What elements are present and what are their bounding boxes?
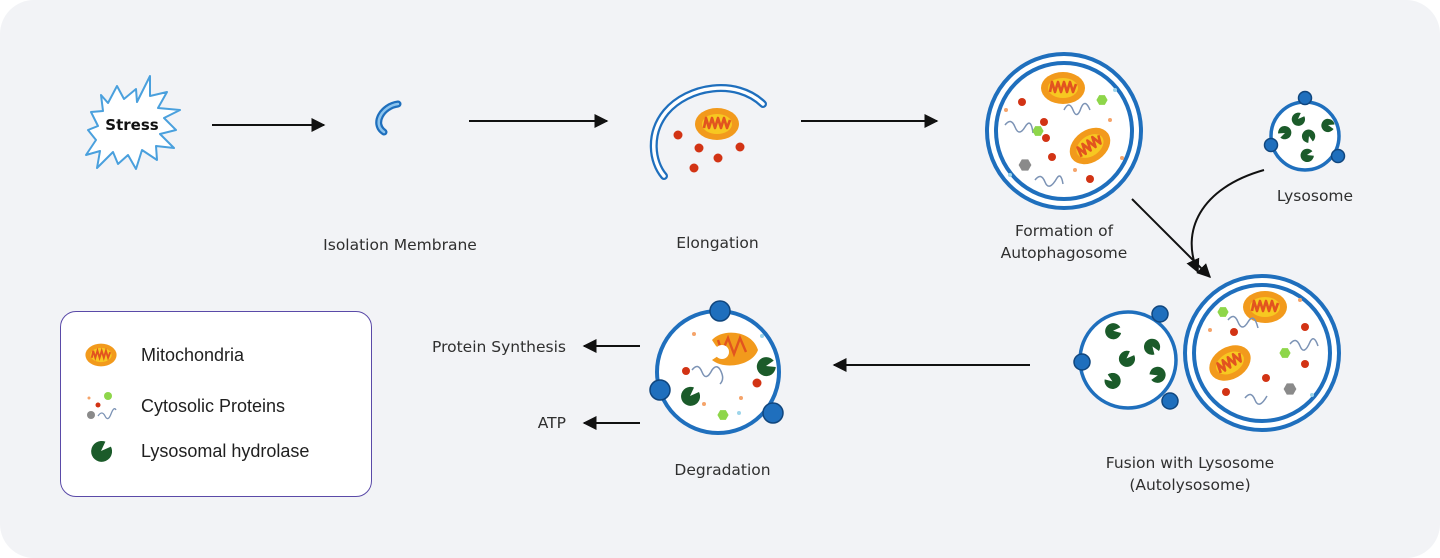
protein-synthesis-label: Protein Synthesis: [432, 338, 566, 356]
elongation-label: Elongation: [676, 234, 759, 252]
elongation-icon: [649, 84, 767, 180]
lysosome-icon: [1263, 90, 1346, 172]
legend-label-mitochondria: Mitochondria: [141, 344, 245, 365]
legend-label-lysosomal-hydrolase: Lysosomal hydrolase: [141, 440, 310, 461]
legend-label-cytosolic-proteins: Cytosolic Proteins: [141, 395, 286, 416]
degradation-label: Degradation: [674, 461, 771, 479]
lysosomal-hydrolase-icon: [61, 440, 141, 462]
formation-label-line1: Formation of: [1014, 222, 1114, 240]
atp-label: ATP: [537, 414, 566, 432]
legend-item-cytosolic-proteins: Cytosolic Proteins: [61, 390, 285, 422]
formation-label: Formation of Autophagosome: [984, 220, 1144, 264]
isolation-membrane-icon: [375, 100, 402, 136]
stress-burst-icon: Stress: [85, 75, 181, 170]
formation-label-line2: Autophagosome: [1000, 244, 1128, 262]
legend: Mitochondria Cytosolic Proteins Lysosoma…: [60, 311, 372, 497]
isolation-membrane-label: Isolation Membrane: [323, 236, 477, 254]
cytosolic-proteins-icon: [61, 390, 141, 422]
fusion-label: Fusion with Lysosome (Autolysosome): [1090, 452, 1290, 496]
arrow-lysosome-to-fusion: [1186, 169, 1265, 274]
legend-item-lysosomal-hydrolase: Lysosomal hydrolase: [61, 440, 309, 462]
autolysosome-icon: [1073, 274, 1341, 432]
legend-item-mitochondria: Mitochondria: [61, 342, 244, 368]
fusion-label-line1: Fusion with Lysosome: [1105, 454, 1275, 472]
stress-label: Stress: [105, 116, 158, 134]
degradation-icon: [649, 300, 784, 435]
fusion-label-line2: (Autolysosome): [1129, 476, 1251, 494]
mitochondria-icon: [61, 342, 141, 368]
autophagosome-icon: [985, 52, 1143, 210]
lysosome-label: Lysosome: [1276, 187, 1354, 205]
